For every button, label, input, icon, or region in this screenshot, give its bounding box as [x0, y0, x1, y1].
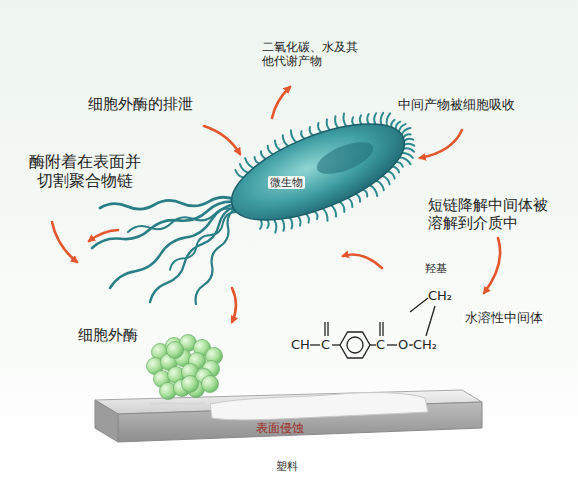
label: 微生物 — [268, 176, 305, 189]
pilus — [381, 113, 384, 125]
flagellum — [128, 208, 236, 232]
pilus — [340, 202, 345, 212]
label: C — [321, 337, 330, 353]
pilus — [391, 120, 394, 128]
pilus — [290, 218, 293, 229]
flagellum — [100, 197, 236, 209]
flagella — [92, 197, 236, 304]
pilus — [377, 181, 384, 191]
pilus — [332, 205, 337, 216]
flagellum — [196, 208, 236, 304]
pilus — [298, 216, 301, 226]
pilus — [393, 167, 400, 173]
pilus — [335, 116, 338, 128]
pilus — [274, 220, 276, 233]
label: 短链降解中间体被 溶解到介质中 — [428, 196, 554, 232]
flagellum — [110, 204, 236, 288]
label: 水溶性中间体 — [463, 310, 545, 326]
label: 中间产物被细胞吸收 — [398, 97, 515, 113]
pilus — [245, 158, 253, 168]
label: 表面侵蚀 — [256, 421, 304, 435]
label: 二氧化碳、水及其 他代谢产物 — [262, 40, 362, 69]
pilus — [360, 115, 362, 124]
flagellum — [170, 212, 236, 270]
enzyme-bead — [167, 342, 184, 359]
label: 酶附着在表面并 切割聚合物链 — [26, 152, 144, 190]
label: CH₂ — [413, 337, 437, 353]
pilus — [240, 164, 248, 173]
enzyme-cluster — [147, 335, 223, 400]
label: 细胞外酶的排泄 — [88, 95, 193, 113]
pilus — [327, 119, 330, 130]
flagellum — [150, 206, 236, 302]
pilus — [282, 219, 284, 231]
enzyme-bead — [182, 376, 199, 393]
pilus — [267, 220, 269, 228]
pilus — [260, 220, 262, 229]
pilus — [268, 146, 273, 155]
pilus — [306, 214, 309, 223]
pilus — [387, 113, 390, 126]
pilus — [318, 123, 321, 133]
label: 羟基 — [425, 262, 447, 275]
pilus — [370, 185, 377, 196]
pilus — [363, 190, 367, 197]
label: CH — [291, 337, 310, 353]
pilus — [388, 171, 395, 178]
pilus — [404, 139, 413, 141]
plastic-slab — [95, 390, 482, 442]
nucleoid — [313, 136, 378, 181]
pilus — [396, 162, 402, 167]
pilus — [291, 130, 296, 142]
pilus — [315, 212, 318, 220]
pilus — [352, 117, 354, 125]
pilus — [301, 131, 304, 138]
label: 细胞外酶 — [78, 326, 138, 344]
pilus — [403, 134, 410, 137]
microorganism-body — [219, 104, 417, 240]
pilus — [283, 135, 288, 146]
label: CH₂ — [428, 288, 452, 304]
pilus — [367, 114, 369, 124]
pilus — [383, 176, 390, 185]
pilus — [404, 144, 414, 146]
pilus — [275, 140, 280, 150]
pilus — [310, 127, 313, 135]
pilus — [323, 209, 327, 221]
pilus — [343, 114, 346, 127]
pilus — [348, 198, 352, 207]
label: O — [398, 337, 408, 353]
enzyme-bead — [202, 376, 219, 393]
pilus — [402, 128, 411, 134]
pilus — [402, 153, 413, 158]
label: 塑料 — [276, 460, 298, 473]
pilus — [356, 194, 360, 202]
pilus — [261, 151, 266, 159]
pilus — [235, 170, 243, 178]
pilus — [404, 148, 415, 151]
pilus — [374, 113, 376, 124]
label: C — [376, 337, 385, 353]
pilus — [255, 157, 260, 163]
flagellum — [92, 202, 236, 248]
